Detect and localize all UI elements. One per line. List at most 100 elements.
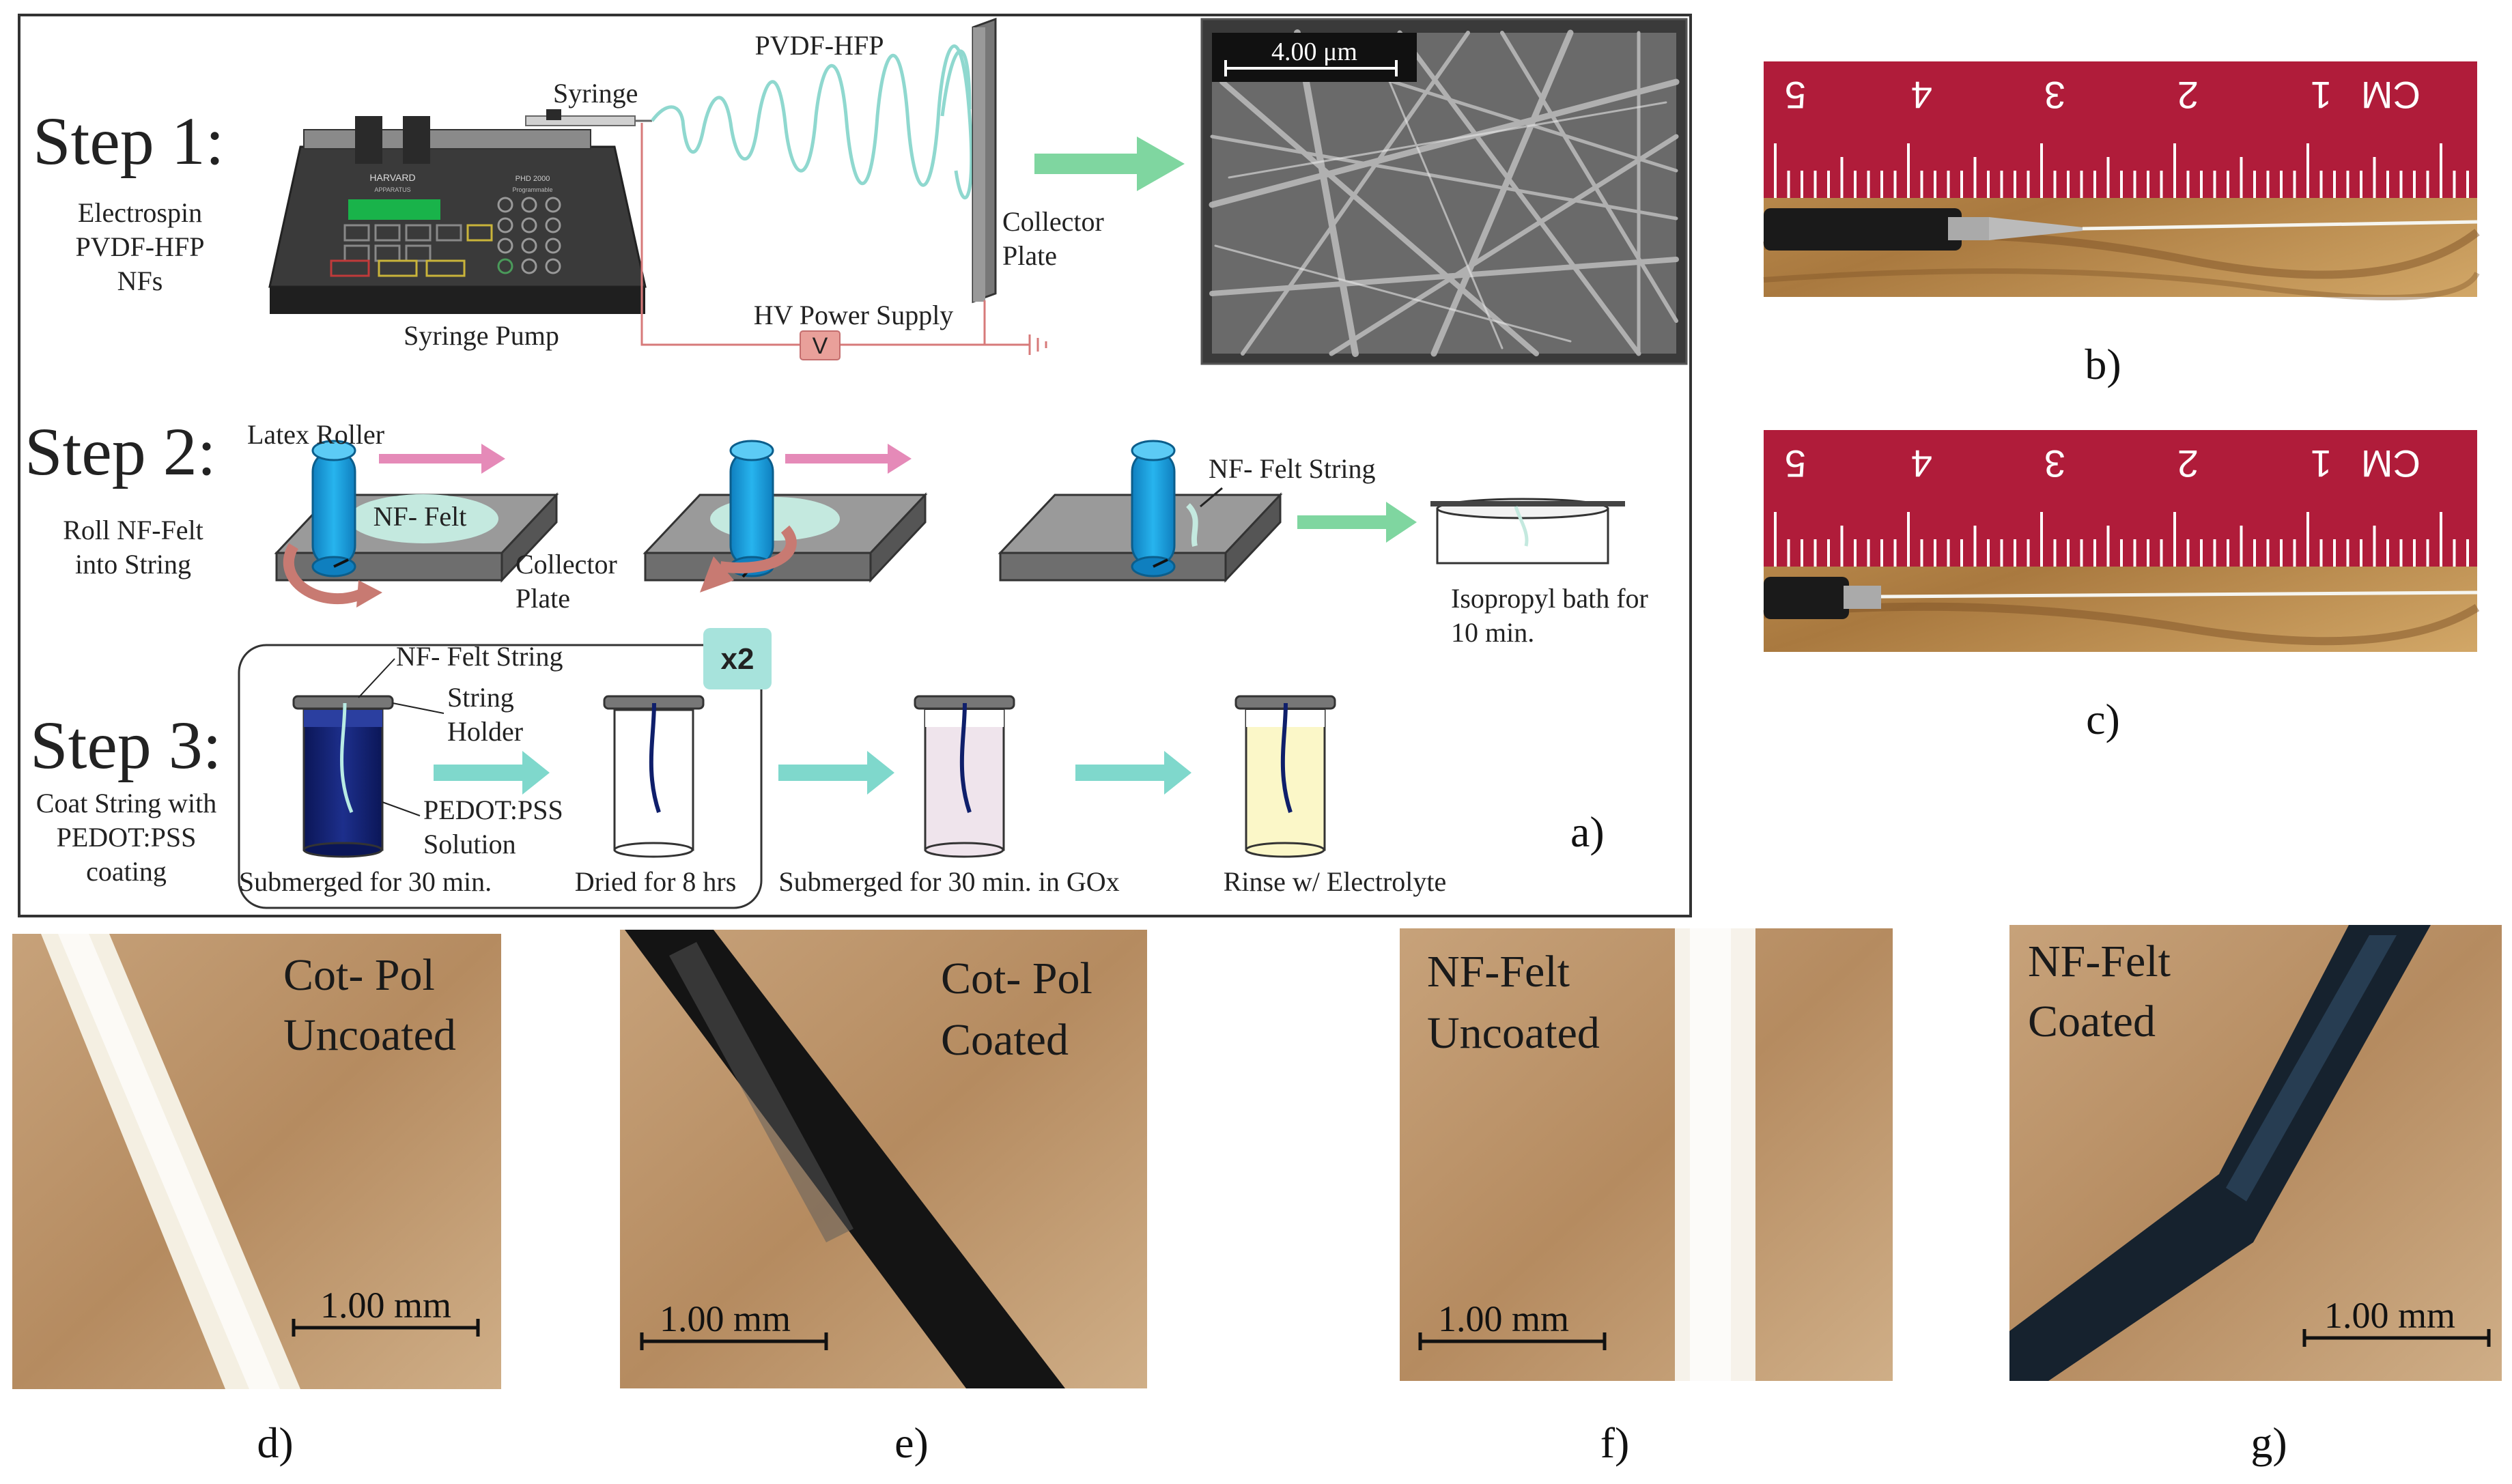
step2: Step 2: Roll NF-Felt into String NF- Fel… [25,414,1648,648]
vial-pedot [292,695,394,858]
holder-label-line1: String [447,682,514,713]
isopropyl-bath [1430,498,1625,565]
step2-desc-line1: Roll NF-Felt [63,515,203,545]
step1-desc-line3: NFs [117,266,163,296]
photo-g-label-line1: NF-Felt [2028,937,2171,986]
roller-3 [1131,440,1198,577]
ruler-b-num-5: 5 [1785,74,1806,117]
photo-e-label-line2: Coated [941,1015,1069,1065]
panel-e-photo [620,930,1147,1388]
step3-title: Step 3: [30,707,222,783]
roller-2 [729,440,774,578]
panel-f-label: f) [1600,1418,1630,1467]
panel-d-photo [12,934,501,1389]
holder-label-line2: Holder [447,716,523,747]
panel-e-label: e) [894,1418,929,1467]
ruler-c-unit: CM [2361,442,2421,485]
felt-label: NF- Felt [373,501,467,532]
ruler-b-unit: CM [2361,74,2421,117]
step1-green-arrow [1034,137,1185,191]
photo-d-scale: 1.00 mm [320,1285,451,1326]
roller-label: Latex Roller [247,419,384,450]
caption-submerged: Submerged for 30 min. [239,866,492,897]
ruler-c-ticks [1774,512,2469,567]
string-pointer-line [1200,487,1223,508]
step3: Step 3: Coat String with PEDOT:PSS coati… [30,628,1446,909]
photo-g-label-line2: Coated [2028,997,2156,1046]
vial-electrolyte [1234,695,1336,858]
ruler-b-numbers: 5 4 3 2 1 CM [1785,74,2421,117]
panel-g-label: g) [2250,1418,2287,1467]
solution-label-line1: PEDOT:PSS [423,795,563,825]
step2-desc-line2: into String [75,549,191,580]
step2-title: Step 2: [25,414,216,489]
step3-arrow-3 [1075,751,1191,795]
caption-gox: Submerged for 30 min. in GOx [778,866,1119,897]
syringe-label: Syringe [553,78,638,109]
vial-dried [603,695,705,858]
photo-g-scale: 1.00 mm [2324,1295,2455,1336]
solution-label-line2: Solution [423,829,516,859]
step3-arrow-1 [434,751,550,795]
step1-title: Step 1: [33,103,225,179]
step3-desc-line1: Coat String with [36,788,216,818]
photo-f-label-line1: NF-Felt [1427,947,1570,997]
pump-brand-sub: APPARATUS [374,186,410,193]
step3-desc-line2: PEDOT:PSS [57,822,197,853]
step2-plate-2 [643,492,928,583]
photo-e-scale: 1.00 mm [660,1298,791,1339]
ruler-b-num-3: 3 [2044,74,2065,117]
panel-a-label: a) [1570,808,1605,856]
panel-c-photo [1763,430,2480,652]
sem-image [1200,18,1688,365]
pink-arrow-1 [379,444,505,474]
pink-arrow-2 [785,444,912,474]
ruler-b-ticks [1774,143,2469,198]
syringe-illustration [525,109,652,126]
vial-gox [914,695,1015,858]
step2-collector-label-line2: Plate [516,583,570,614]
photo-d-label-line2: Uncoated [283,1010,456,1060]
pump-brand: HARVARD [369,172,415,183]
ruler-c-num-2: 2 [2177,442,2199,485]
power-supply-icon [800,330,841,360]
rotation-arrow-1 [283,543,365,605]
panel-f-photo [1400,928,1893,1381]
repeat-badge-label: x2 [721,642,754,676]
ruler-c-num-3: 3 [2044,442,2065,485]
step1: Step 1: Electrospin PVDF-HFP NFs [33,17,1688,365]
step1-desc-line2: PVDF-HFP [76,231,205,262]
syringe-pump-label: Syringe Pump [404,320,559,351]
panel-d-label: d) [257,1418,293,1467]
pump-model: PHD 2000 [516,175,550,183]
photo-d-label-line1: Cot- Pol [283,950,435,1000]
rotation-arrow-2 [719,525,797,573]
step2-collector-label-line1: Collector [516,549,617,580]
ruler-c-num-4: 4 [1911,442,1932,485]
ruler-b-num-2: 2 [2177,74,2199,117]
power-symbol: V [813,333,828,359]
ruler-c-numbers: 5 4 3 2 1 CM [1785,442,2421,485]
pump-model-sub: Programmable [512,186,552,193]
photo-f-scale: 1.00 mm [1438,1298,1569,1339]
pump-display [348,199,440,220]
panel-b-photo [1763,61,2480,300]
panel-c-label: c) [2086,695,2120,743]
sem-scale-label: 4.00 μm [1271,38,1357,66]
ruler-b-num-1: 1 [2311,74,2332,117]
repeat-badge [703,628,772,689]
hv-circuit [640,123,1047,355]
roller-1 [311,440,356,577]
pvdf-jet-spiral [650,44,974,200]
power-supply-label: HV Power Supply [754,300,954,330]
step1-collector-label-line2: Plate [1002,240,1057,271]
syringe-pump-illustration: HARVARD APPARATUS PHD 2000 Programmable [268,116,647,314]
ruler-b-num-4: 4 [1911,74,1932,117]
step1-collector-label-line1: Collector [1002,206,1104,237]
photo-e-label-line1: Cot- Pol [941,954,1092,1003]
panel-a: Step 1: Electrospin PVDF-HFP NFs [18,14,1692,917]
bath-label-line2: 10 min. [1451,617,1534,648]
caption-dried: Dried for 8 hrs [575,866,737,897]
felt-string-label: NF- Felt String [1209,453,1375,484]
step3-desc-line3: coating [86,856,167,887]
